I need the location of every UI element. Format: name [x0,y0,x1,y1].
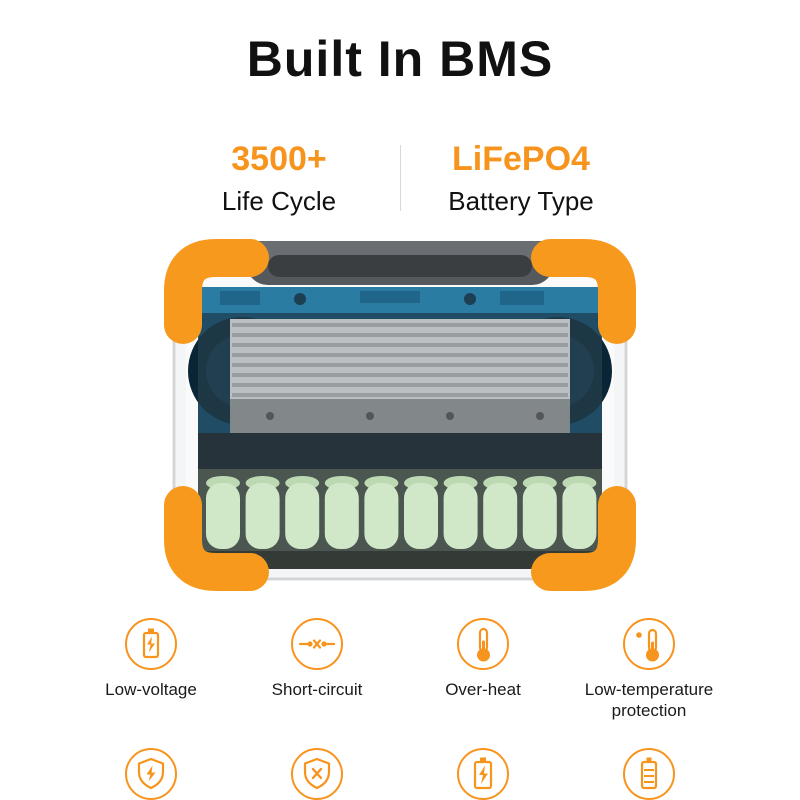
stats-row: 3500+ Life Cycle LiFePO4 Battery Type [159,140,642,217]
life-cycle-label: Life Cycle [221,185,337,216]
shield-lightning-icon [124,747,178,800]
stat-life-cycle: 3500+ Life Cycle [159,140,400,217]
feature-short-circuit: Short-circuit [236,617,398,722]
feature-label: Low-temperature protection [584,679,714,720]
thermometer-cold-icon [622,617,676,671]
feature-over-voltage: Over-voltage [70,747,232,800]
feature-battery-failure: Battery failure [568,747,730,800]
feature-label: Over-heat [445,679,521,699]
page-title: Built In BMS [246,31,554,87]
battery-lightning-icon [124,617,178,671]
thermometer-hot-icon [456,617,510,671]
stat-battery-type: LiFePO4 Battery Type [401,140,642,217]
feature-over-heat: Over-heat [402,617,564,722]
stats-divider [399,145,401,211]
battery-fail-icon [622,747,676,800]
feature-label: Low-voltage [105,679,197,699]
battery-type-label: Battery Type [448,185,594,216]
power-station-cutaway-image [150,225,650,605]
battery-bolt-icon [456,747,510,800]
shield-cross-icon [290,747,344,800]
feature-over-current: Over-current [236,747,398,800]
short-circuit-wire-icon [290,617,344,671]
features-grid: Low-voltage Short-circuit [70,617,730,800]
feature-low-voltage: Low-voltage [70,617,232,722]
feature-over-load: Over-load [402,747,564,800]
feature-label: Short-circuit [271,679,363,699]
feature-low-temperature: Low-temperature protection [568,617,730,722]
life-cycle-value: 3500+ [231,139,327,178]
battery-type-value: LiFePO4 [452,139,590,178]
